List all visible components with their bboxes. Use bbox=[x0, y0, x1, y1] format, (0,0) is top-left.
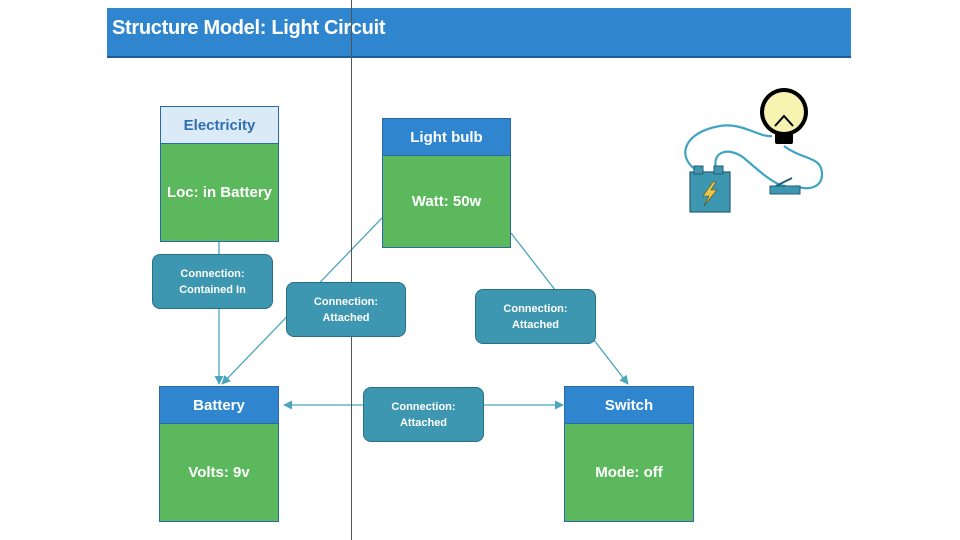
entity-light-bulb[interactable]: Light bulb Watt: 50w bbox=[382, 118, 511, 248]
connection-bulb-battery[interactable]: Connection: Attached bbox=[286, 282, 406, 337]
entity-electricity-name: Electricity bbox=[161, 107, 278, 144]
battery-icon bbox=[689, 165, 731, 213]
connection-bulb-switch-line2: Attached bbox=[511, 318, 560, 331]
connection-bulb-switch-line1: Connection: bbox=[503, 302, 568, 315]
title-bar: Structure Model: Light Circuit bbox=[107, 8, 851, 58]
page-title: Structure Model: Light Circuit bbox=[112, 17, 386, 39]
connection-battery-switch[interactable]: Connection: Attached bbox=[363, 387, 484, 442]
connection-contained-in-line2: Contained In bbox=[179, 283, 246, 296]
light-circuit-illustration bbox=[684, 88, 824, 213]
lightbulb-icon bbox=[760, 88, 808, 144]
vertical-divider bbox=[351, 0, 352, 540]
connection-contained-in[interactable]: Connection: Contained In bbox=[152, 254, 273, 309]
entity-battery-attr: Volts: 9v bbox=[188, 463, 250, 481]
connection-contained-in-line1: Connection: bbox=[180, 267, 245, 280]
entity-battery[interactable]: Battery Volts: 9v bbox=[159, 386, 279, 522]
entity-switch[interactable]: Switch Mode: off bbox=[564, 386, 694, 522]
connection-battery-switch-line1: Connection: bbox=[391, 400, 456, 413]
entity-switch-name: Switch bbox=[565, 387, 693, 424]
entity-electricity-attr: Loc: in Battery bbox=[166, 183, 272, 201]
entity-light-bulb-attr: Watt: 50w bbox=[411, 192, 482, 210]
connection-bulb-battery-line2: Attached bbox=[322, 311, 370, 324]
connection-bulb-battery-line1: Connection: bbox=[313, 295, 379, 308]
entity-light-bulb-name: Light bulb bbox=[383, 119, 510, 156]
entity-battery-name: Battery bbox=[160, 387, 278, 424]
entity-electricity[interactable]: Electricity Loc: in Battery bbox=[160, 106, 279, 242]
connection-bulb-switch[interactable]: Connection: Attached bbox=[475, 289, 596, 344]
wire-icon bbox=[684, 124, 824, 190]
entity-switch-attr: Mode: off bbox=[595, 463, 663, 481]
connection-battery-switch-line2: Attached bbox=[399, 416, 448, 429]
switch-icon bbox=[769, 177, 801, 195]
